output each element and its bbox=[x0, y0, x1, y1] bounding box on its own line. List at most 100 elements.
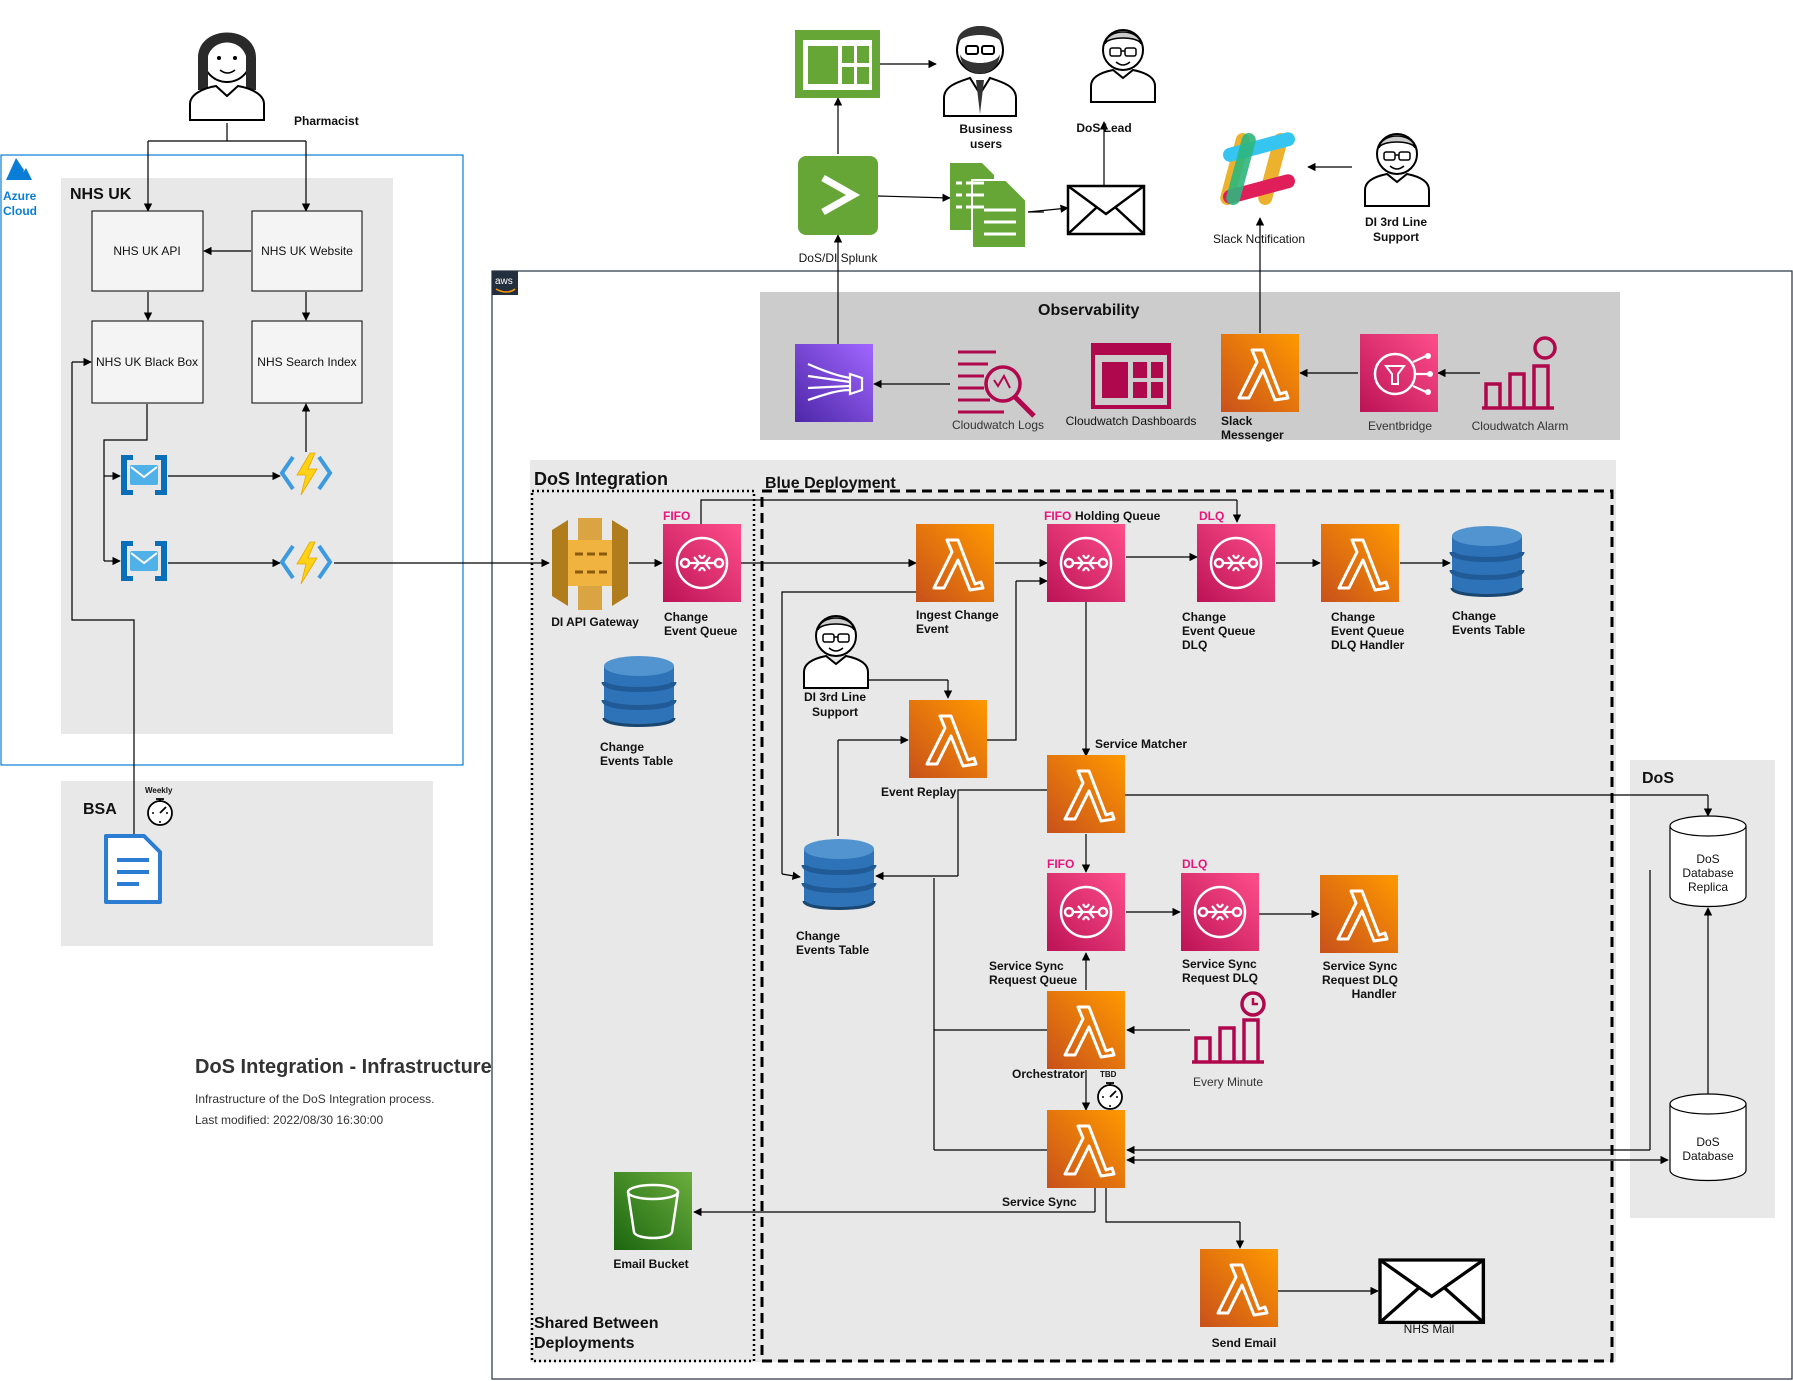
change-event-dlq-label-2: Event Queue bbox=[1182, 624, 1256, 638]
di-3rd-line-support-top-actor bbox=[1364, 133, 1430, 207]
service-sync-request-queue-label-1: Service Sync bbox=[989, 959, 1064, 973]
event-replay-lambda-icon bbox=[907, 698, 989, 780]
dos-replica-label-3: Replica bbox=[1688, 880, 1728, 894]
dos-lead-actor bbox=[1090, 29, 1156, 103]
every-minute-icon bbox=[1190, 991, 1266, 1064]
change-event-dlq-label-1: Change bbox=[1182, 610, 1226, 624]
change-event-queue-label-1: Change bbox=[664, 610, 708, 624]
shared-group-label-2: Deployments bbox=[534, 1335, 635, 1352]
slack-messenger-label-1: Slack bbox=[1221, 414, 1253, 428]
slack-messenger-label-2: Messenger bbox=[1221, 428, 1284, 442]
weekly-label: Weekly bbox=[145, 786, 173, 795]
email-bucket-icon bbox=[614, 1172, 692, 1250]
di-support-top-label-1: DI 3rd Line bbox=[1365, 215, 1427, 229]
nhs-uk-website-box: NHS UK Website bbox=[251, 210, 363, 292]
dos-lead-label: DoS Lead bbox=[1076, 121, 1131, 135]
observability-group: Observability bbox=[760, 292, 1620, 440]
dos-database-label-2: Database bbox=[1682, 1149, 1734, 1163]
firehose-icon bbox=[795, 344, 873, 422]
email-bucket-label: Email Bucket bbox=[613, 1257, 688, 1271]
azure-icon bbox=[6, 158, 32, 180]
di-support-label-1: DI 3rd Line bbox=[804, 690, 866, 704]
change-events-table-blue-label-2: Events Table bbox=[796, 943, 869, 957]
change-event-dlq-handler-label-2: Event Queue bbox=[1331, 624, 1405, 638]
change-events-table-shared-icon bbox=[604, 656, 674, 726]
pharmacist-actor: Pharmacist bbox=[189, 32, 359, 128]
service-sync-queue-fifo-tag: FIFO bbox=[1047, 857, 1074, 871]
nhs-uk-website-label: NHS UK Website bbox=[261, 244, 353, 258]
holding-queue-fifo-tag: FIFO bbox=[1044, 509, 1071, 523]
change-event-dlq-tag: DLQ bbox=[1199, 509, 1224, 523]
shared-group-label-1: Shared Between bbox=[534, 1315, 658, 1332]
change-event-queue-label-2: Event Queue bbox=[664, 624, 738, 638]
nhs-mail-icon bbox=[1378, 1258, 1486, 1325]
nhs-search-index-label: NHS Search Index bbox=[257, 355, 356, 369]
nhs-uk-group-label: NHS UK bbox=[70, 186, 132, 203]
cloudwatch-dashboards-icon bbox=[1091, 343, 1171, 409]
nhs-search-index-box: NHS Search Index bbox=[251, 320, 363, 404]
slack-messenger-lambda-icon bbox=[1219, 332, 1301, 414]
holding-queue-label: Holding Queue bbox=[1075, 509, 1161, 523]
nhs-mail-label: NHS Mail bbox=[1404, 1322, 1455, 1336]
diagram-title: DoS Integration - Infrastructure bbox=[195, 1056, 492, 1078]
service-sync-lambda-icon bbox=[1045, 1108, 1127, 1190]
change-events-table-top-label-1: Change bbox=[1452, 609, 1496, 623]
change-events-table-top-icon bbox=[1452, 526, 1522, 596]
dos-database-label-1: DoS bbox=[1696, 1135, 1719, 1149]
change-event-dlq-handler-lambda-icon bbox=[1319, 522, 1401, 604]
change-events-table-blue-icon bbox=[804, 839, 874, 909]
every-minute-label: Every Minute bbox=[1193, 1075, 1263, 1089]
change-event-queue-dlq-sqs-icon bbox=[1195, 522, 1277, 604]
nhs-uk-api-box: NHS UK API bbox=[91, 210, 204, 292]
aws-logo-text: aws bbox=[495, 276, 513, 287]
cloudwatch-alarm-label: Cloudwatch Alarm bbox=[1472, 419, 1569, 433]
dos-database-replica-icon: DoS Database Replica bbox=[1669, 815, 1747, 908]
observability-group-label: Observability bbox=[1038, 302, 1139, 319]
bsa-group-label: BSA bbox=[83, 801, 117, 818]
send-email-label: Send Email bbox=[1212, 1336, 1277, 1350]
event-replay-label: Event Replay bbox=[881, 785, 957, 799]
service-sync-request-queue-sqs-icon bbox=[1045, 871, 1127, 953]
di-support-label-2: Support bbox=[812, 705, 858, 719]
ingest-change-event-label-1: Ingest Change bbox=[916, 608, 999, 622]
holding-queue-sqs-icon bbox=[1045, 522, 1127, 604]
tbd-label: TBD bbox=[1100, 1070, 1117, 1079]
service-sync-request-dlq-label-2: Request DLQ bbox=[1182, 971, 1258, 985]
change-event-dlq-label-3: DLQ bbox=[1182, 638, 1207, 652]
service-sync-dlq-handler-label-1: Service Sync bbox=[1323, 959, 1398, 973]
blue-deployment-group-label: Blue Deployment bbox=[765, 475, 896, 492]
change-event-dlq-handler-label-1: Change bbox=[1331, 610, 1375, 624]
business-users-label-1: Business bbox=[959, 122, 1013, 136]
change-event-queue-sqs-icon bbox=[661, 522, 743, 604]
diagram-description: Infrastructure of the DoS Integration pr… bbox=[195, 1092, 434, 1106]
change-events-table-blue-label-1: Change bbox=[796, 929, 840, 943]
cloudwatch-logs-icon bbox=[958, 350, 1036, 418]
service-sync-label: Service Sync bbox=[1002, 1195, 1077, 1209]
change-event-dlq-handler-label-3: DLQ Handler bbox=[1331, 638, 1405, 652]
service-sync-dlq-handler-lambda-icon bbox=[1318, 873, 1400, 955]
diagram-last-modified: Last modified: 2022/08/30 16:30:00 bbox=[195, 1113, 383, 1127]
splunk-dashboard-icon bbox=[795, 30, 880, 98]
orchestrator-lambda-icon bbox=[1045, 989, 1127, 1071]
aws-logo-icon bbox=[492, 271, 518, 295]
dos-di-splunk-label: DoS/DI Splunk bbox=[799, 251, 879, 265]
di-support-top-label-2: Support bbox=[1373, 230, 1419, 244]
service-matcher-label: Service Matcher bbox=[1095, 737, 1187, 751]
ingest-change-event-lambda-icon bbox=[914, 522, 996, 604]
blue-deployment-group: Blue Deployment bbox=[760, 475, 1614, 1363]
change-events-table-top-label-2: Events Table bbox=[1452, 623, 1525, 637]
service-sync-request-dlq-label-1: Service Sync bbox=[1182, 957, 1257, 971]
send-email-lambda-icon bbox=[1198, 1247, 1280, 1329]
change-events-table-shared-label-1: Change bbox=[600, 740, 644, 754]
shared-deployments-group: Shared Between Deployments bbox=[530, 489, 756, 1363]
change-events-table-shared-label-2: Events Table bbox=[600, 754, 673, 768]
dos-database-icon: DoS Database bbox=[1669, 1093, 1747, 1182]
notification-mail-icon bbox=[1066, 184, 1146, 236]
eventbridge-label: Eventbridge bbox=[1368, 419, 1432, 433]
pharmacist-label: Pharmacist bbox=[294, 114, 359, 128]
cloudwatch-dashboards-label: Cloudwatch Dashboards bbox=[1066, 414, 1197, 428]
service-sync-dlq-tag: DLQ bbox=[1182, 857, 1207, 871]
orchestrator-label: Orchestrator bbox=[1012, 1067, 1085, 1081]
splunk-icon bbox=[798, 156, 878, 235]
